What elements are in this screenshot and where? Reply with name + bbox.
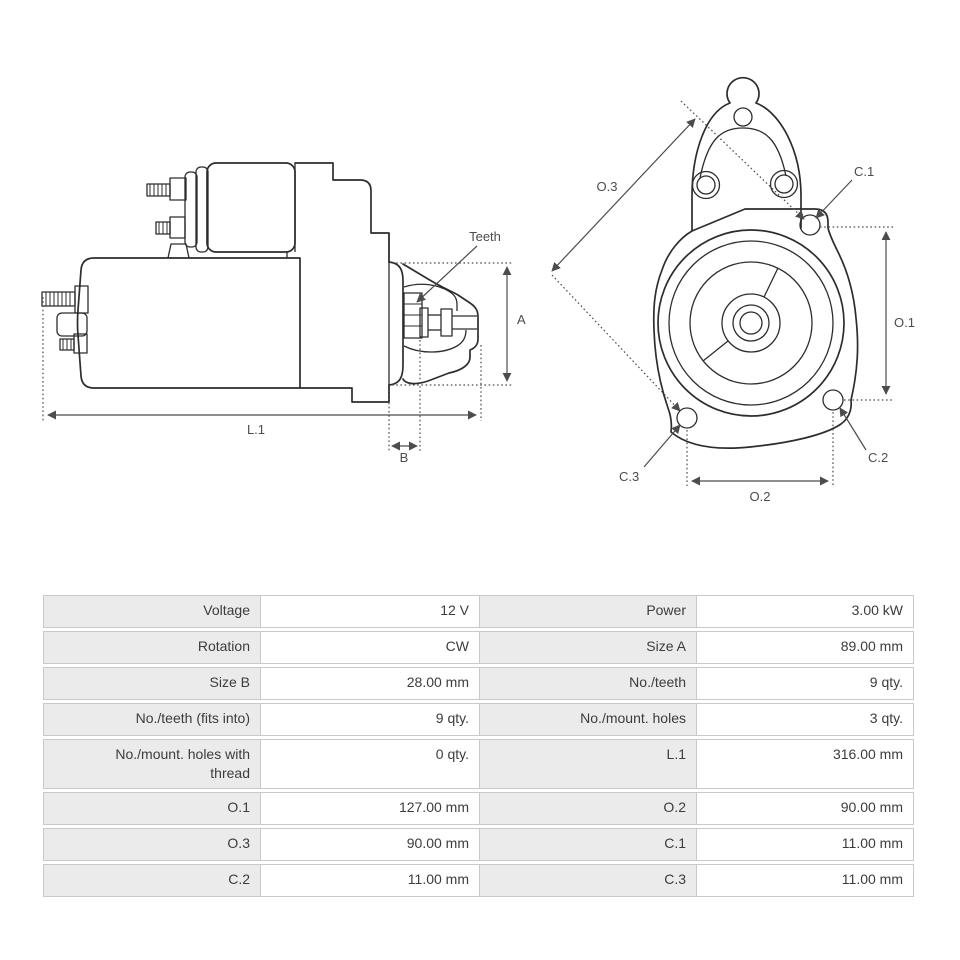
dim-label-o3: O.3 bbox=[597, 179, 618, 194]
drive-housing bbox=[294, 162, 390, 263]
table-row: Size B 28.00 mm No./teeth 9 qty. bbox=[43, 667, 914, 700]
dim-label-l1: L.1 bbox=[247, 422, 265, 437]
bell-top-hole bbox=[733, 107, 753, 127]
mount-hole-c1 bbox=[799, 214, 821, 236]
spec-value: 11.00 mm bbox=[261, 863, 480, 897]
spec-value: 316.00 mm bbox=[697, 739, 914, 789]
spec-label: No./mount. holes with thread bbox=[43, 739, 261, 789]
spec-value: 90.00 mm bbox=[261, 827, 480, 861]
table-row: Rotation CW Size A 89.00 mm bbox=[43, 631, 914, 664]
mount-hole-c2 bbox=[822, 389, 844, 411]
spec-label: C.2 bbox=[43, 863, 261, 897]
shaft-bore bbox=[739, 311, 763, 335]
table-row: No./mount. holes with thread 0 qty. L.1 … bbox=[43, 739, 914, 789]
teeth-label: Teeth bbox=[469, 229, 501, 244]
spec-value: 11.00 mm bbox=[697, 827, 914, 861]
dim-label-c1: C.1 bbox=[854, 164, 874, 179]
table-row: No./teeth (fits into) 9 qty. No./mount. … bbox=[43, 703, 914, 736]
shaft bbox=[732, 304, 770, 342]
spec-value: 0 qty. bbox=[261, 739, 480, 789]
table-row: C.2 11.00 mm C.3 11.00 mm bbox=[43, 863, 914, 897]
spec-value: 11.00 mm bbox=[697, 863, 914, 897]
hub bbox=[721, 293, 781, 353]
dim-label-c2: C.2 bbox=[868, 450, 888, 465]
dim-label-o2: O.2 bbox=[750, 489, 771, 504]
spec-value: 3.00 kW bbox=[697, 595, 914, 628]
spec-label: Size A bbox=[480, 631, 697, 664]
spec-table: Voltage 12 V Power 3.00 kW Rotation CW S… bbox=[43, 592, 914, 900]
spec-label: No./teeth (fits into) bbox=[43, 703, 261, 736]
spec-label: Power bbox=[480, 595, 697, 628]
front-view-drawing: O.3 C.1 O.1 C.2 C.3 O.2 bbox=[551, 76, 915, 504]
bell-right-hole bbox=[774, 174, 794, 194]
motor-body bbox=[76, 257, 301, 389]
side-view-drawing: A L.1 B Teeth bbox=[41, 162, 526, 465]
mount-flange bbox=[388, 261, 404, 386]
spec-value: CW bbox=[261, 631, 480, 664]
bell-left-hole bbox=[696, 175, 716, 195]
nose-cone bbox=[402, 263, 479, 385]
spec-label: No./mount. holes bbox=[480, 703, 697, 736]
spec-value: 127.00 mm bbox=[261, 791, 480, 825]
spec-label: O.3 bbox=[43, 827, 261, 861]
technical-drawing: A L.1 B Teeth bbox=[41, 76, 915, 504]
spec-label: L.1 bbox=[480, 739, 697, 789]
bell-housing bbox=[691, 76, 802, 232]
spec-value: 28.00 mm bbox=[261, 667, 480, 700]
spec-value: 9 qty. bbox=[261, 703, 480, 736]
spec-value: 3 qty. bbox=[697, 703, 914, 736]
spec-label: C.1 bbox=[480, 827, 697, 861]
pinion-teeth-lines bbox=[404, 303, 422, 327]
spec-value: 12 V bbox=[261, 595, 480, 628]
spec-label: Rotation bbox=[43, 631, 261, 664]
spec-label: O.1 bbox=[43, 791, 261, 825]
spec-label: No./teeth bbox=[480, 667, 697, 700]
front-flange bbox=[652, 208, 859, 449]
spec-label: C.3 bbox=[480, 863, 697, 897]
solenoid bbox=[206, 162, 296, 253]
dim-label-a: A bbox=[517, 312, 526, 327]
stud-threads bbox=[149, 184, 167, 196]
spec-label: O.2 bbox=[480, 791, 697, 825]
table-row: O.3 90.00 mm C.1 11.00 mm bbox=[43, 827, 914, 861]
dim-label-o1: O.1 bbox=[894, 315, 915, 330]
dim-label-b: B bbox=[400, 450, 409, 465]
spec-label: Voltage bbox=[43, 595, 261, 628]
spec-value: 90.00 mm bbox=[697, 791, 914, 825]
dim-label-c3: C.3 bbox=[619, 469, 639, 484]
shaft-nut bbox=[440, 308, 453, 337]
bolt-threads bbox=[45, 292, 71, 306]
spec-value: 9 qty. bbox=[697, 667, 914, 700]
spec-label: Size B bbox=[43, 667, 261, 700]
table-row: Voltage 12 V Power 3.00 kW bbox=[43, 595, 914, 628]
table-row: O.1 127.00 mm O.2 90.00 mm bbox=[43, 791, 914, 825]
spec-value: 89.00 mm bbox=[697, 631, 914, 664]
mount-hole-c3 bbox=[676, 407, 698, 429]
